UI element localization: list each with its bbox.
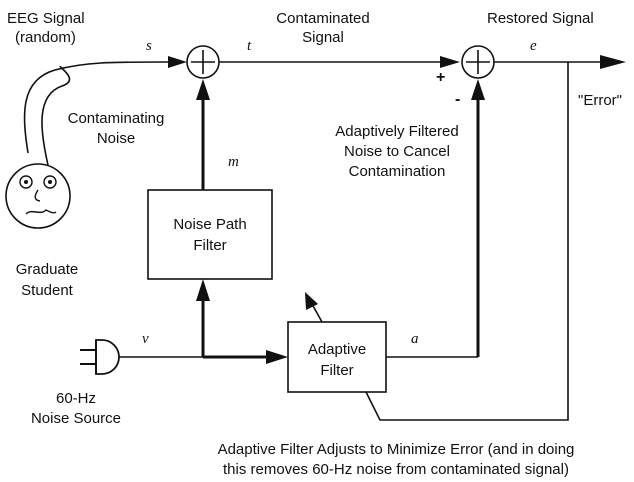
adaptive-filter-label-1: Adaptive: [308, 341, 366, 358]
contaminated-signal-arrowhead: [440, 56, 460, 68]
summing-junction-1: [186, 45, 220, 79]
adaptive-output-arrowhead: [471, 79, 485, 100]
plus-sign: +: [436, 69, 445, 86]
adaptively-filtered-label-1: Adaptively Filtered: [335, 123, 458, 140]
caption-line-2: this removes 60-Hz noise from contaminat…: [223, 461, 569, 478]
contaminated-signal-label-1: Contaminated: [276, 10, 369, 27]
contaminating-noise-label-1: Contaminating: [68, 110, 165, 127]
eeg-signal-label-2: (random): [15, 29, 76, 46]
restored-signal-arrowhead: [600, 55, 626, 69]
var-v: v: [142, 331, 149, 347]
noise-path-filter-label-2: Filter: [193, 237, 226, 254]
summing-junction-2: [461, 45, 495, 79]
graduate-student-label-1: Graduate: [16, 261, 79, 278]
eeg-signal-wire-back: [41, 65, 71, 166]
adaptive-adjust-arrow-line: [311, 303, 323, 323]
var-t: t: [247, 38, 252, 54]
graduate-student-face-icon: [5, 163, 71, 229]
restored-signal-label: Restored Signal: [487, 10, 594, 27]
var-a: a: [411, 331, 419, 347]
noise-source-label-2: Noise Source: [31, 410, 121, 427]
adaptively-filtered-label-2: Noise to Cancel: [344, 143, 450, 160]
adaptively-filtered-label-3: Contamination: [349, 163, 446, 180]
error-label: "Error": [578, 92, 622, 109]
adaptive-filter-label-2: Filter: [320, 362, 353, 379]
noise-path-filter-block: [147, 189, 273, 280]
eeg-signal-label-1: EEG Signal: [7, 10, 85, 27]
contaminating-noise-label-2: Noise: [97, 130, 135, 147]
eeg-signal-wire: [23, 61, 169, 154]
var-m: m: [228, 154, 239, 170]
caption-line-1: Adaptive Filter Adjusts to Minimize Erro…: [218, 441, 575, 458]
var-e: e: [530, 38, 537, 54]
noise-path-output-arrowhead: [196, 79, 210, 100]
minus-sign: -: [455, 91, 460, 108]
error-feedback-wire: [365, 62, 569, 421]
noise-to-path-filter-arrowhead: [196, 279, 210, 301]
adaptive-filter-block: [287, 321, 387, 393]
noise-path-filter-label-1: Noise Path: [173, 216, 246, 233]
eeg-signal-arrowhead: [168, 56, 187, 68]
noise-source-label-1: 60-Hz: [56, 390, 96, 407]
plug-icon: [80, 339, 120, 375]
var-s: s: [146, 38, 152, 54]
graduate-student-label-2: Student: [21, 282, 74, 299]
contaminated-signal-label-2: Signal: [302, 29, 344, 46]
adaptive-adjust-arrowhead: [305, 292, 318, 310]
noise-to-adaptive-filter-arrowhead: [266, 350, 288, 364]
